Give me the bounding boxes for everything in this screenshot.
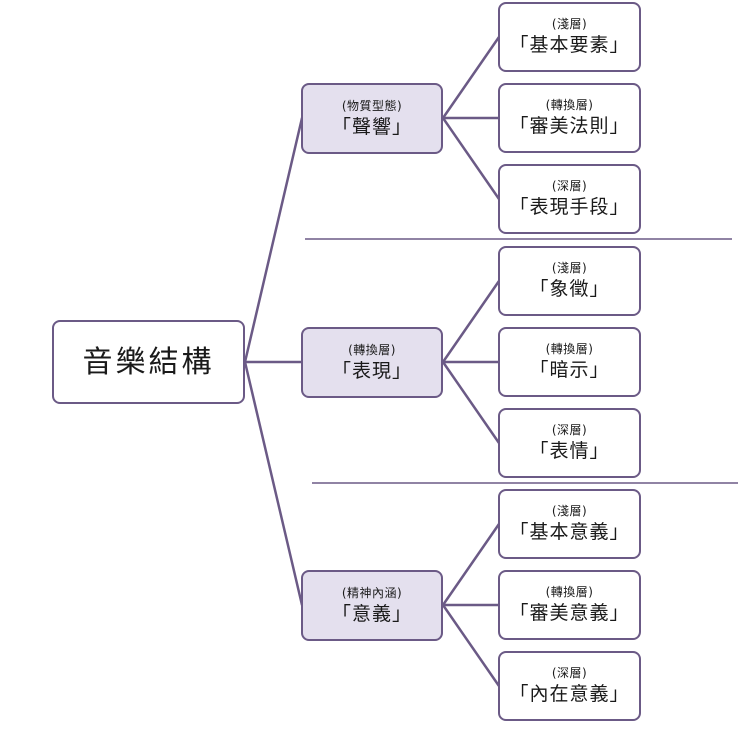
leaf-node: (深層) 「表情」	[498, 408, 641, 478]
connector-group-1-leaf-1	[441, 35, 501, 120]
leaf-label: 「基本要素」	[509, 34, 630, 56]
leaf-node: (轉換層) 「審美意義」	[498, 570, 641, 640]
leaf-node: (轉換層) 「暗示」	[498, 327, 641, 397]
connector-group-3-leaf-1	[441, 522, 501, 607]
leaf-sublabel: (轉換層)	[545, 98, 594, 112]
group-label: 「表現」	[331, 359, 412, 382]
root-node: 音樂結構	[52, 320, 245, 404]
group-label: 「聲響」	[331, 115, 412, 138]
leaf-sublabel: (淺層)	[551, 17, 588, 31]
group-sublabel: (轉換層)	[348, 342, 396, 357]
root-label: 音樂結構	[82, 344, 215, 380]
group-label: 「意義」	[331, 602, 412, 625]
connector-group-2-leaf-3	[441, 360, 501, 445]
leaf-node: (淺層) 「基本意義」	[498, 489, 641, 559]
leaf-label: 「審美意義」	[509, 602, 630, 624]
connector-group-1-leaf-3	[441, 116, 501, 201]
leaf-label: 「表情」	[529, 440, 610, 462]
leaf-label: 「象徵」	[529, 278, 610, 300]
leaf-sublabel: (淺層)	[551, 504, 588, 518]
leaf-sublabel: (深層)	[551, 666, 588, 680]
leaf-node: (轉換層) 「審美法則」	[498, 83, 641, 153]
leaf-sublabel: (深層)	[551, 179, 588, 193]
leaf-label: 「審美法則」	[509, 115, 630, 137]
group-sublabel: (精神內涵)	[341, 585, 403, 600]
leaf-label: 「暗示」	[529, 359, 610, 381]
leaf-sublabel: (淺層)	[551, 261, 588, 275]
connector-group-3-leaf-3	[441, 603, 501, 688]
group-sublabel: (物質型態)	[341, 98, 403, 113]
leaf-label: 「表現手段」	[509, 196, 630, 218]
connector-group-2-leaf-1	[441, 279, 501, 364]
connector-root-group-3	[243, 360, 304, 607]
leaf-node: (淺層) 「象徵」	[498, 246, 641, 316]
leaf-node: (深層) 「內在意義」	[498, 651, 641, 721]
group-node-sound: (物質型態) 「聲響」	[301, 83, 443, 154]
leaf-label: 「內在意義」	[509, 683, 630, 705]
leaf-sublabel: (轉換層)	[545, 342, 594, 356]
leaf-label: 「基本意義」	[509, 521, 630, 543]
leaf-sublabel: (轉換層)	[545, 585, 594, 599]
connector-root-group-1	[243, 116, 304, 364]
group-node-expression: (轉換層) 「表現」	[301, 327, 443, 398]
leaf-node: (淺層) 「基本要素」	[498, 2, 641, 72]
leaf-sublabel: (深層)	[551, 423, 588, 437]
group-node-meaning: (精神內涵) 「意義」	[301, 570, 443, 641]
leaf-node: (深層) 「表現手段」	[498, 164, 641, 234]
